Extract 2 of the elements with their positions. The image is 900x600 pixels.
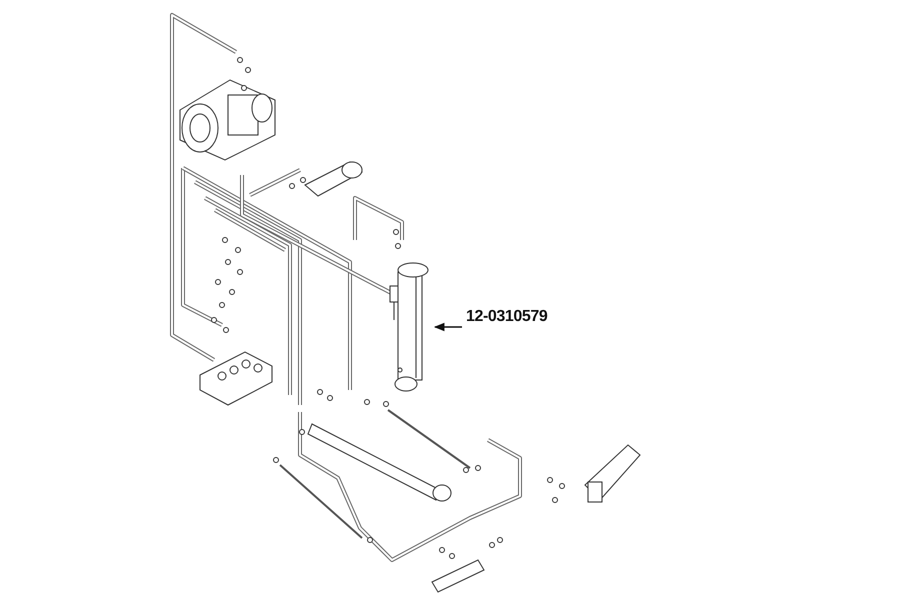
leader-arrow (434, 322, 462, 332)
part-number: 12-0310579 (466, 307, 548, 327)
